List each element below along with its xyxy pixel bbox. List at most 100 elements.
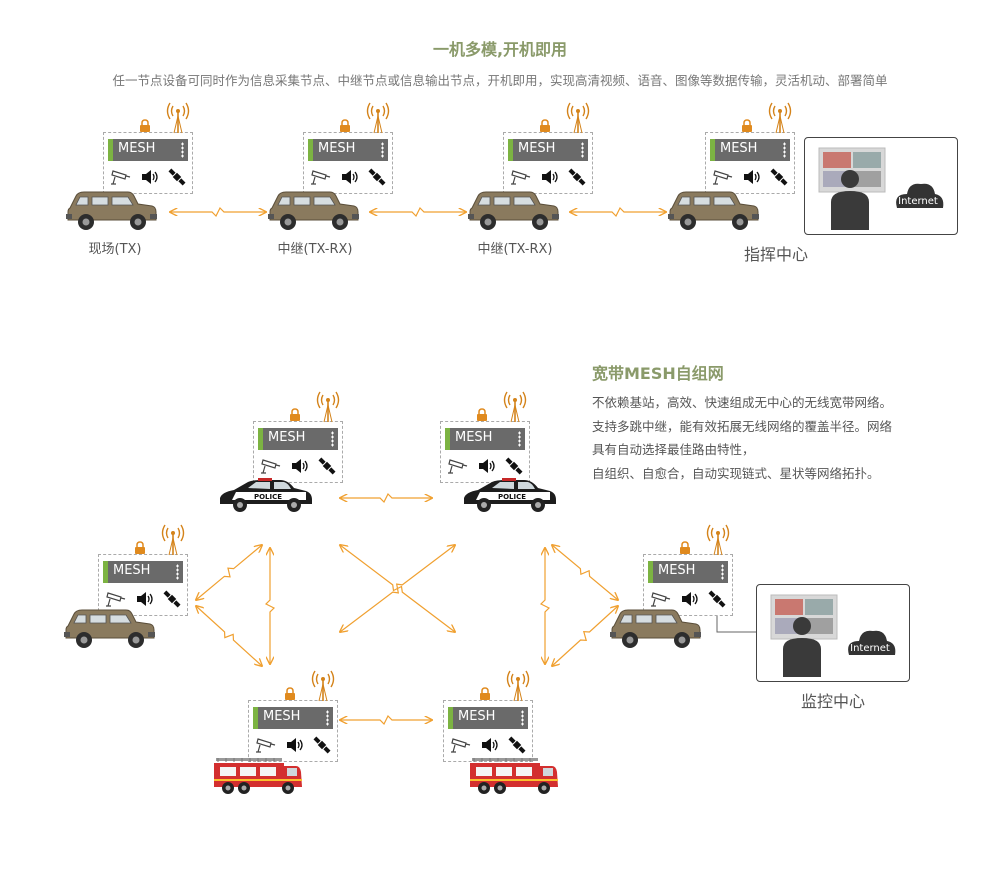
lock-icon <box>134 540 146 559</box>
mesh-accent-bar <box>648 561 653 583</box>
command-center-box: Internet <box>804 137 958 235</box>
mesh-label-box: MESH <box>648 561 728 583</box>
mesh-indicator-dots <box>181 142 184 158</box>
satellite-icon <box>313 736 331 754</box>
link-fire1-fire2 <box>340 714 432 726</box>
lock-icon <box>539 118 551 137</box>
link-police1-fire1 <box>264 548 276 664</box>
mesh-device: MESH <box>443 700 533 762</box>
mesh-device: MESH <box>503 132 593 194</box>
cloud-icon: Internet <box>848 630 896 655</box>
monitoring-center-illustration: Internet <box>770 594 896 677</box>
svg-text:Internet: Internet <box>850 643 890 654</box>
camera-icon <box>106 592 126 607</box>
satellite-icon <box>770 168 788 186</box>
satellite-icon <box>318 457 336 475</box>
mesh-label-box: MESH <box>253 707 333 729</box>
description-line-4: 自组织、自愈合，自动实现链式、星状等网络拓扑。 <box>592 465 880 481</box>
antenna-icon <box>165 102 191 138</box>
satellite-icon <box>168 168 186 186</box>
mesh-label-box: MESH <box>108 139 188 161</box>
mesh-accent-bar <box>710 139 715 161</box>
satellite-icon <box>368 168 386 186</box>
monitoring-center-label: 监控中心 <box>800 692 865 711</box>
description-line-3: 具有自动选择最佳路由特性， <box>592 442 755 457</box>
mesh-indicator-dots <box>331 431 334 447</box>
antenna-icon <box>705 524 731 560</box>
speaker-icon <box>744 170 760 184</box>
mesh-indicator-dots <box>176 564 179 580</box>
mesh-indicator-dots <box>518 431 521 447</box>
antenna-icon <box>505 670 531 706</box>
mesh-device: MESH <box>103 132 193 194</box>
device-capability-icons <box>447 456 525 478</box>
mesh-accent-bar <box>448 707 453 729</box>
camera-icon <box>451 738 471 753</box>
camera-icon <box>261 459 281 474</box>
antenna-icon <box>502 391 528 427</box>
jeep-relay-2 <box>468 188 560 238</box>
device-capability-icons <box>310 167 388 189</box>
mesh-label: MESH <box>268 430 306 445</box>
link-jeep-fire1 <box>196 606 262 666</box>
mesh-indicator-dots <box>521 710 524 726</box>
speaker-icon <box>682 592 698 606</box>
description-line-1: 不依赖基站，高效、快速组成无中心的无线宽带网络。 <box>592 395 893 410</box>
cloud-icon: Internet <box>896 183 944 208</box>
antenna-icon <box>160 524 186 560</box>
device-capability-icons <box>260 456 338 478</box>
mesh-label: MESH <box>518 141 556 156</box>
link-fire1-police2-cross <box>340 545 455 632</box>
mesh-accent-bar <box>253 707 258 729</box>
section1-subtitle: 任一节点设备可同时作为信息采集节点、中继节点或信息输出节点，开机即用，实现高清视… <box>112 73 888 88</box>
camera-icon <box>651 592 671 607</box>
mesh-label-box: MESH <box>448 707 528 729</box>
mesh-label: MESH <box>658 563 696 578</box>
police-text: POLICE <box>254 493 282 501</box>
svg-text:Internet: Internet <box>898 196 938 207</box>
link-relay2-center <box>570 206 666 218</box>
satellite-icon <box>708 590 726 608</box>
camera-icon <box>511 170 531 185</box>
section2-title: 宽带MESH自组网 <box>592 364 724 383</box>
satellite-icon <box>505 457 523 475</box>
mesh-label: MESH <box>113 563 151 578</box>
jeep-site <box>66 188 158 238</box>
link-site-relay1 <box>170 206 266 218</box>
mesh-device: MESH <box>643 554 733 616</box>
section1-title: 一机多模,开机即用 <box>432 40 568 59</box>
description-line-2: 支持多跳中继，能有效拓展无线网络的覆盖半径。网络 <box>592 418 893 434</box>
link-relay1-relay2 <box>370 206 466 218</box>
command-center-label: 指挥中心 <box>743 245 808 264</box>
mesh-label: MESH <box>318 141 356 156</box>
lock-icon <box>476 407 488 426</box>
lock-icon <box>479 686 491 705</box>
antenna-icon <box>565 102 591 138</box>
device-capability-icons <box>712 167 790 189</box>
device-capability-icons <box>650 589 728 611</box>
speaker-icon <box>482 738 498 752</box>
node-label-site: 现场(TX) <box>88 242 142 257</box>
lock-icon <box>741 118 753 137</box>
antenna-icon <box>310 670 336 706</box>
mesh-accent-bar <box>445 428 450 450</box>
police-car: POLICE <box>462 478 558 518</box>
jeep-west <box>64 606 156 656</box>
speaker-icon <box>292 459 308 473</box>
mesh-label: MESH <box>263 709 301 724</box>
satellite-icon <box>163 590 181 608</box>
link-police1-police2 <box>340 492 432 504</box>
node-label-relay-1: 中继(TX-RX) <box>277 242 353 257</box>
mesh-label-box: MESH <box>508 139 588 161</box>
lock-icon <box>289 407 301 426</box>
device-capability-icons <box>510 167 588 189</box>
fire-truck <box>468 756 560 800</box>
device-capability-icons <box>450 735 528 757</box>
mesh-indicator-dots <box>783 142 786 158</box>
device-capability-icons <box>105 589 183 611</box>
mesh-device: MESH <box>98 554 188 616</box>
jeep-east <box>610 606 702 656</box>
speaker-icon <box>542 170 558 184</box>
mesh-device: MESH <box>248 700 338 762</box>
